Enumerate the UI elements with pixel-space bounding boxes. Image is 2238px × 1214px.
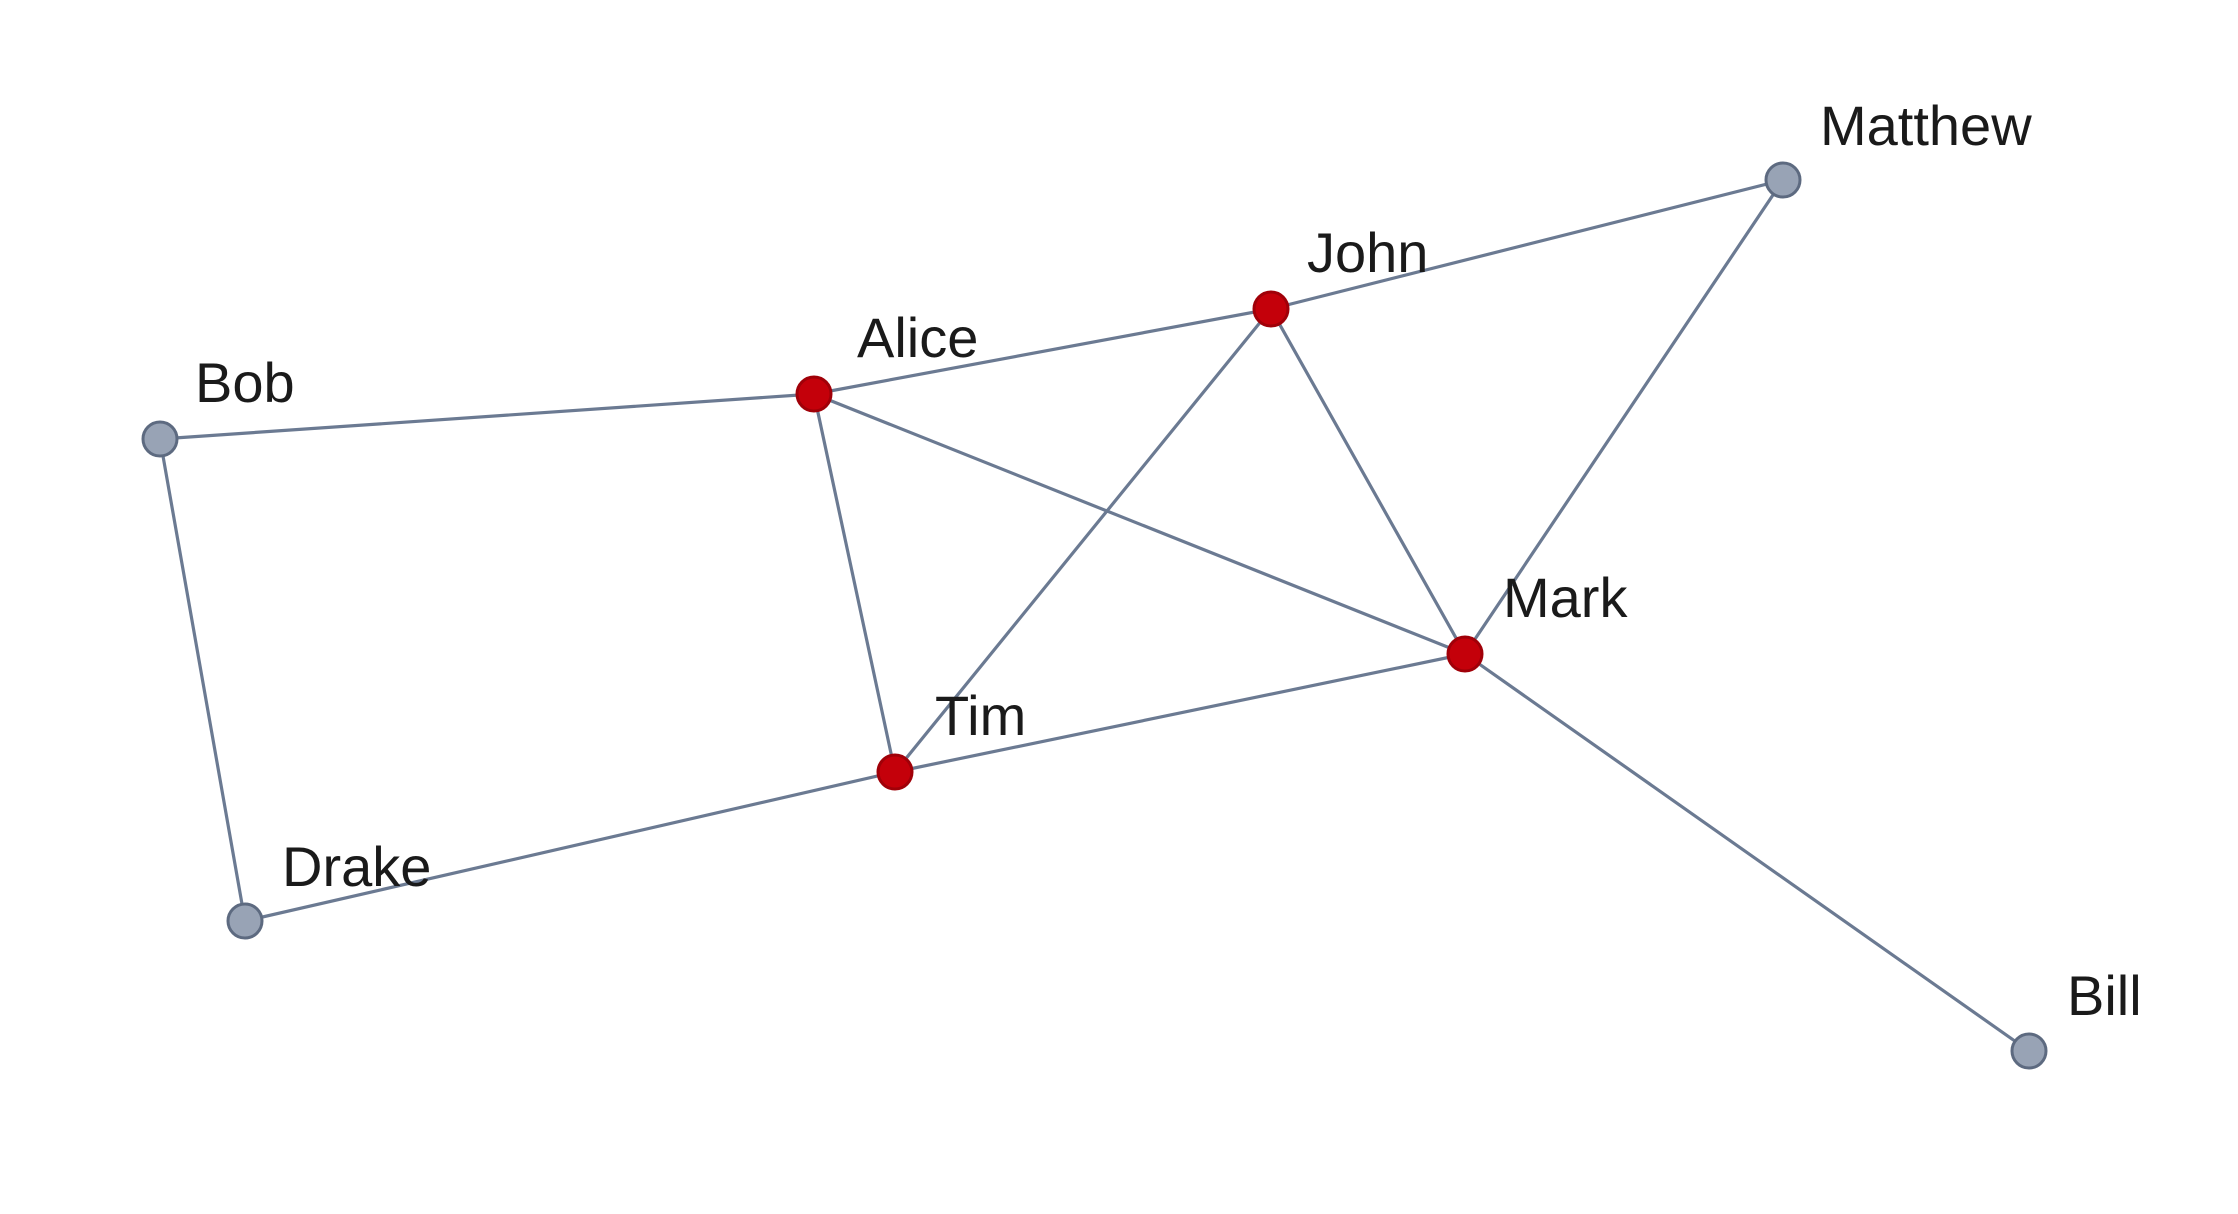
node-label-mark: Mark [1503, 566, 1628, 629]
node-label-john: John [1307, 221, 1428, 284]
node-label-alice: Alice [857, 306, 978, 369]
edge-alice-mark [812, 392, 1467, 656]
edge-tim-drake [243, 770, 897, 923]
node-label-drake: Drake [282, 835, 431, 898]
edge-mark-tim [893, 652, 1467, 774]
node-layer [141, 161, 2048, 1070]
node-tim[interactable] [876, 753, 914, 791]
node-label-bob: Bob [195, 351, 295, 414]
node-label-bill: Bill [2067, 964, 2142, 1027]
edge-john-tim [893, 307, 1273, 774]
edge-alice-john [812, 307, 1273, 396]
edge-john-mark [1269, 307, 1467, 656]
node-alice[interactable] [795, 375, 833, 413]
node-matthew[interactable] [1764, 161, 1802, 199]
edge-mark-bill [1463, 652, 2031, 1053]
node-mark[interactable] [1446, 635, 1484, 673]
node-john[interactable] [1252, 290, 1290, 328]
edge-matthew-mark [1463, 178, 1785, 656]
node-bill[interactable] [2010, 1032, 2048, 1070]
edge-john-matthew [1269, 178, 1785, 311]
edge-layer [158, 178, 2031, 1053]
edge-bob-alice [158, 392, 816, 441]
node-label-tim: Tim [935, 684, 1026, 747]
node-label-matthew: Matthew [1820, 94, 2032, 157]
node-drake[interactable] [226, 902, 264, 940]
edge-alice-tim [812, 392, 897, 774]
edge-bob-drake [158, 437, 247, 923]
node-bob[interactable] [141, 420, 179, 458]
